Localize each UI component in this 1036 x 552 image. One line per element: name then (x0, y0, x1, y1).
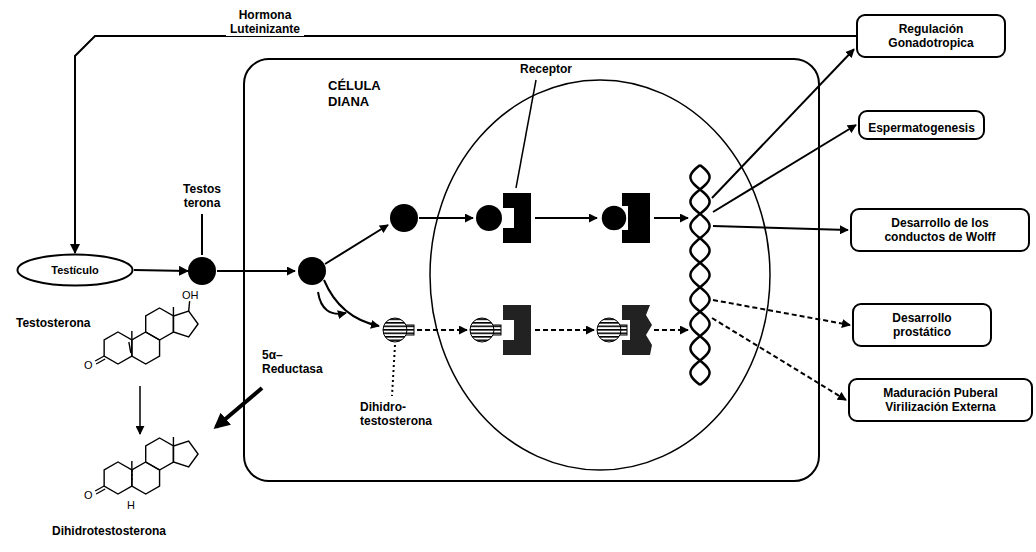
dht-molecule (383, 318, 414, 342)
node-text: Testículo (51, 263, 98, 277)
dht-flow-arrow (417, 329, 688, 331)
testosterone-molecule (390, 204, 418, 232)
node-text: CÉLULA DIANA (328, 78, 380, 110)
conversion-arrow (216, 388, 262, 427)
node-text: Desarrollo prostático (862, 311, 982, 339)
effect-box: Desarrollo prostático (852, 303, 992, 347)
node-text: Maduración Puberal Virilización Externa (858, 386, 1023, 414)
leader-line (392, 345, 395, 396)
molecule-name: Dihidrotestosterona (52, 524, 166, 538)
effect-box: Maduración Puberal Virilización Externa (848, 378, 1033, 422)
testis-ellipse: Testículo (16, 253, 134, 287)
receptor-symbol (503, 193, 531, 243)
hormone-connector (75, 36, 856, 253)
hormone-molecule: Testos terona (177, 182, 227, 286)
dna-helix (690, 165, 709, 385)
atom-label: H (127, 498, 135, 512)
atom-label: O (84, 488, 93, 502)
atom-label: O (84, 358, 93, 372)
node-text: Testos terona (177, 182, 227, 210)
effect-box: Regulación Gonadotropica (856, 14, 1006, 58)
part-label: Receptor (520, 62, 572, 76)
molecule-label: Dihidro- testosterona (360, 400, 432, 428)
flow-arrow (217, 218, 688, 326)
hormone-connector (134, 270, 188, 271)
testosterone-molecule (601, 205, 627, 231)
dht-molecule (597, 318, 627, 342)
dht-molecule (470, 318, 501, 342)
node-text: Desarrollo de los conductos de Wolff (860, 216, 1020, 244)
node-text: Espermatogenesis (868, 121, 975, 135)
testosterone-molecule (298, 257, 326, 285)
enzyme-label: 5α– Reductasa (262, 348, 323, 376)
receptor-symbol (503, 305, 531, 355)
effect-box: Desarrollo de los conductos de Wolff (850, 208, 1030, 252)
node-text: Regulación Gonadotropica (866, 22, 996, 50)
molecule-name: Testosterona (16, 316, 90, 330)
testosterone-molecule (476, 205, 502, 231)
edge-label: Hormona Luteinizante (226, 8, 304, 36)
effect-box: Espermatogenesis (858, 110, 985, 140)
leader-line (516, 80, 536, 188)
result-arrows (712, 49, 856, 400)
target-cell: CÉLULA DIANA (243, 58, 820, 482)
steroid-structure (95, 301, 198, 494)
conversion-arrow (139, 386, 141, 434)
nucleus-outline (430, 80, 770, 470)
atom-label: OH (182, 288, 199, 302)
